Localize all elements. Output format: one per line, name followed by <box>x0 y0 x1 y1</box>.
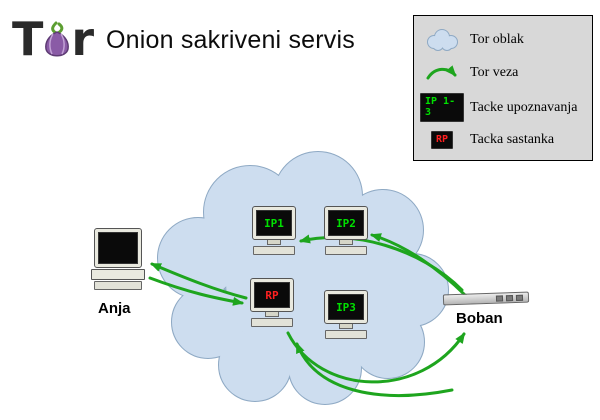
legend-box: Tor oblak Tor veza IP 1-3 Tacke upoznava… <box>413 15 593 161</box>
node-ip3: IP3 <box>318 290 374 339</box>
node-boban-label: Boban <box>456 310 503 327</box>
logo-letter-r: r <box>71 12 95 67</box>
legend-row-tor-link: Tor veza <box>420 62 586 84</box>
tor-link-arrow-icon <box>420 62 464 84</box>
keyboard-icon <box>253 246 295 255</box>
keyboard-icon <box>325 246 367 255</box>
legend-row-intro-points: IP 1-3 Tacke upoznavanja <box>420 93 586 123</box>
server-port-icon <box>495 294 504 302</box>
node-ip2: IP2 <box>318 206 374 255</box>
legend-row-tor-cloud: Tor oblak <box>420 27 586 53</box>
server-port-icon <box>505 294 514 301</box>
arrow-rp-to-anja <box>150 262 248 300</box>
legend-label-rendezvous: Tacka sastanka <box>470 132 555 148</box>
node-anja-label: Anja <box>98 300 131 317</box>
intro-points-badge: IP 1-3 <box>420 93 464 123</box>
anja-screen <box>98 232 138 264</box>
legend-row-rendezvous: RP Tacka sastanka <box>420 131 586 150</box>
node-ip2-label: IP2 <box>328 210 364 236</box>
node-rp: RP <box>244 278 300 327</box>
legend-label-intro-points: Tacke upoznavanja <box>470 99 578 115</box>
legend-label-tor-link: Tor veza <box>470 64 519 80</box>
tor-logo: T r <box>12 10 94 62</box>
keyboard-icon <box>325 330 367 339</box>
tor-connections <box>148 233 468 397</box>
node-ip1: IP1 <box>246 206 302 255</box>
node-ip1-label: IP1 <box>256 210 292 236</box>
keyboard-icon <box>94 281 142 290</box>
node-ip3-label: IP3 <box>328 294 364 320</box>
tor-cloud-icon <box>157 151 449 405</box>
arrow-boban-to-ip2 <box>370 233 468 298</box>
keyboard-icon <box>251 318 293 327</box>
cloud-icon <box>420 27 464 53</box>
rendezvous-badge: RP <box>430 131 454 150</box>
page-title: Onion sakriveni servis <box>106 26 355 54</box>
arrow-anja-to-rp <box>148 276 244 306</box>
legend-label-tor-cloud: Tor oblak <box>470 31 524 47</box>
arrow-boban-to-rp <box>295 342 454 397</box>
computer-base <box>91 269 145 280</box>
node-anja-computer <box>90 228 146 290</box>
logo-letter-t: T <box>12 12 44 67</box>
node-rp-label: RP <box>254 282 290 308</box>
onion-icon <box>45 21 70 57</box>
server-port-icon <box>515 294 524 301</box>
